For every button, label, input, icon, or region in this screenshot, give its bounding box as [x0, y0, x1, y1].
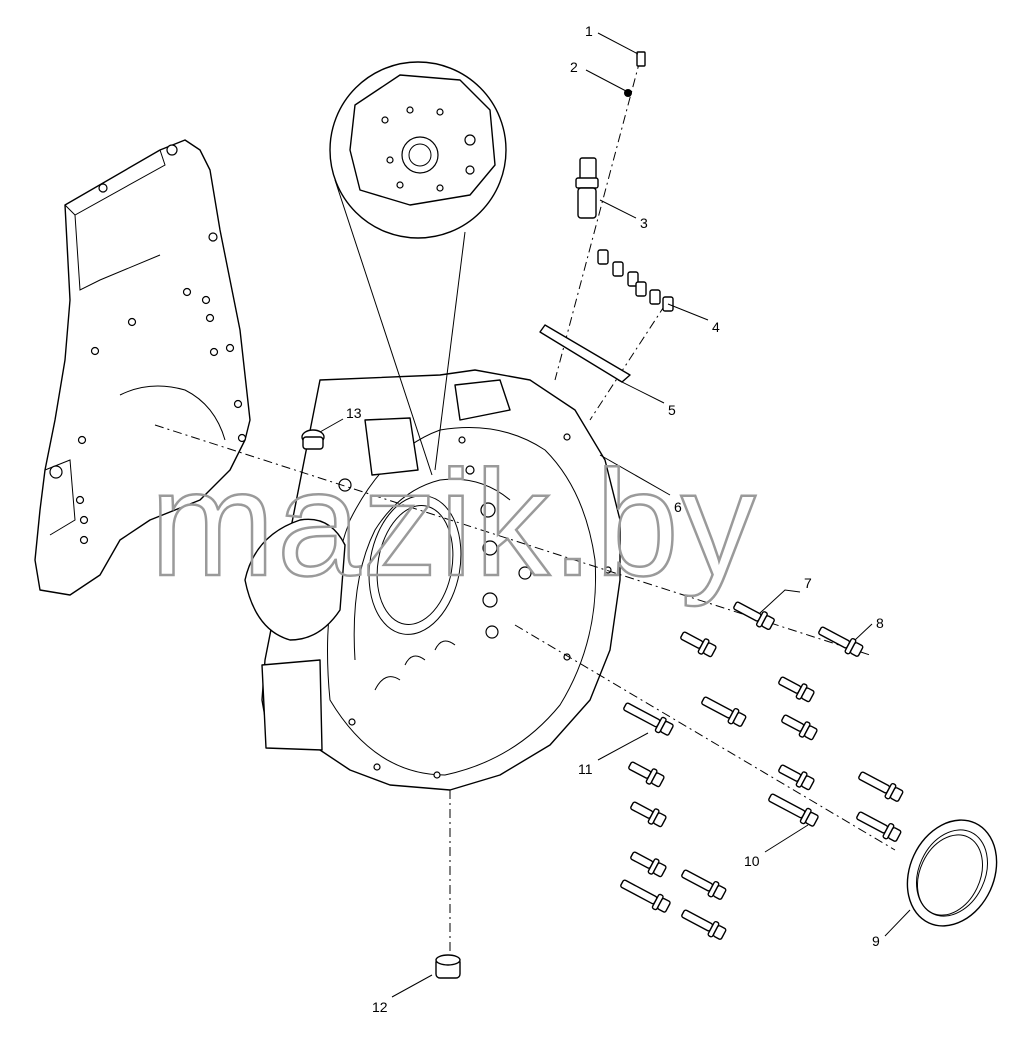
detail-magnifier: [329, 61, 507, 476]
plug-part-13: [301, 429, 325, 450]
bolt: [856, 811, 902, 842]
bolt: [623, 702, 674, 736]
bolt: [620, 879, 671, 913]
bolt: [778, 676, 815, 703]
bolt: [680, 631, 717, 658]
bolt: [681, 869, 727, 900]
bolt-set: [620, 601, 904, 940]
callout-6: 6: [674, 499, 682, 515]
flywheel-housing: [244, 369, 621, 791]
bolt: [681, 909, 727, 940]
assembly-axis-lines: [154, 59, 896, 955]
callout-3: 3: [640, 215, 648, 231]
bolt: [768, 793, 819, 827]
screw-part-1: [636, 51, 646, 67]
sensor-part-3: [575, 157, 599, 219]
callout-12: 12: [372, 999, 388, 1015]
callout-8: 8: [876, 615, 884, 631]
callout-9: 9: [872, 933, 880, 949]
bolt: [628, 761, 665, 788]
bolt: [630, 801, 667, 828]
seal-ring-part-9: [906, 819, 998, 927]
callout-4: 4: [712, 319, 720, 335]
callout-labels: 1 2 3 4 5 6 7 8 9 10 11 12 13: [346, 23, 884, 1015]
callout-2: 2: [570, 59, 578, 75]
gasket-part-5: [539, 324, 631, 383]
watermark: mazik.by: [150, 439, 758, 607]
bolt: [858, 771, 904, 802]
engine-rear-plate: [34, 139, 251, 596]
bolt: [781, 714, 818, 741]
bolt: [701, 696, 747, 727]
bolt: [778, 764, 815, 791]
callout-10: 10: [744, 853, 760, 869]
small-screws-part-4: [597, 249, 674, 312]
callout-leaders: [319, 32, 911, 998]
bushing-part-12: [435, 954, 461, 979]
callout-7: 7: [804, 575, 812, 591]
bolt: [818, 626, 864, 657]
callout-1: 1: [585, 23, 593, 39]
callout-11: 11: [578, 761, 593, 777]
bolt: [733, 601, 775, 631]
callout-5: 5: [668, 402, 676, 418]
callout-13: 13: [346, 405, 362, 421]
bolt: [630, 851, 667, 878]
